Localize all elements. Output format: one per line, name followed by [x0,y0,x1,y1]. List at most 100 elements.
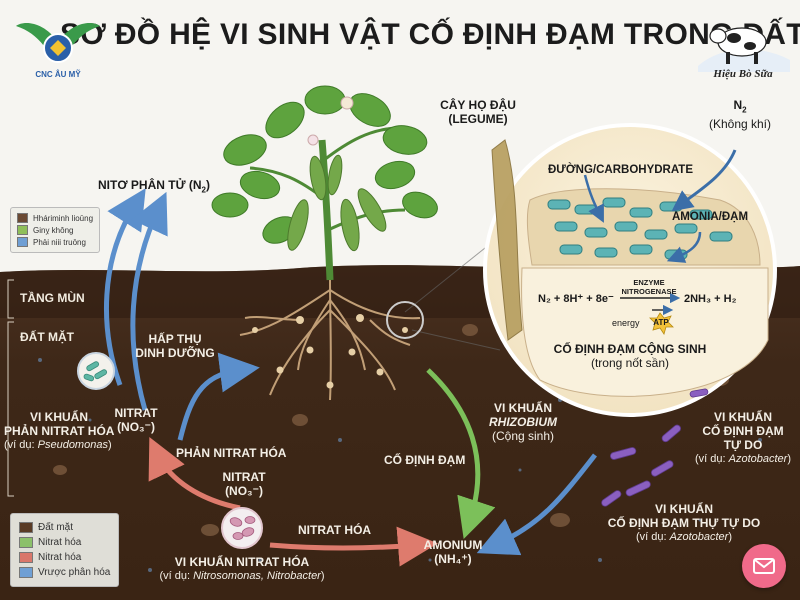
legume-plant-label: CÂY HỌ ĐẬU (LEGUME) [428,98,528,126]
legend-top-swatch-2 [17,237,28,247]
enzyme-line2: NITROGENASE [621,287,677,296]
legend-top-row: Ginỵ không [17,224,93,236]
nitrogen-fixation-label: CỐ ĐỊNH ĐẠM [384,453,466,467]
legend-top: Hháriminh lioūng Ginỵ không Phải niii tr… [10,207,101,253]
ammonium-line2: (NH₄⁺) [434,552,472,566]
free-fixing2-line1: VI KHUẨN [654,502,713,516]
molecular-nitrogen-sub: 2 [201,185,206,195]
nodule-highlight [386,301,424,339]
energy-label: energy [612,318,640,328]
n2-symbol: N [733,98,743,112]
legend-bottom: Đất mặt Nitrat hóa Nitrat hóa Vrược phân… [10,513,120,587]
nitrifying-example-prefix: (ví dụ: [159,570,194,582]
brand-logo-left-text: CNC ÂU MỸ [35,70,81,79]
symbiotic-caption-line2: (trong nốt sần) [590,356,670,370]
legume-plant [211,85,438,281]
free-fixing-example-prefix: (ví dụ: [695,453,729,465]
rhizobium-label: VI KHUẨN RHIZOBIUM (Cộng sinh) [478,401,568,443]
symbiotic-fixation-caption: CỐ ĐỊNH ĐẠM CỘNG SINH (trong nốt sần) [548,342,712,370]
legend-bottom-label-0: Đất mặt [38,522,74,533]
free-fixing-example-suffix: ) [787,453,791,465]
n2-air-label: N2 (Không khí) [700,98,780,131]
legend-top-swatch-0 [17,213,28,223]
free-living-bacteria [601,388,709,507]
free-fixing2-example: (ví dụ: Azotobacter) [596,530,772,544]
nitrate-upper-label: NITRAT (NO₃⁻) [108,406,164,434]
denitrifying-line2: PHẢN NITRAT HÓA [4,424,115,438]
ammonium-label: AMONIUM (NH₄⁺) [418,538,488,566]
soil-particles [38,358,762,572]
free-fixing-example: (ví dụ: Azotobacter) [688,452,798,466]
rhizobium-line3: (Cộng sinh) [491,429,555,443]
legend-bottom-swatch-0 [19,522,33,533]
rhizobium-line1: VI KHUẨN [493,401,552,415]
brand-logo-right: Hiệu Bò Sữa [690,16,796,84]
nitrate-lower-line1: NITRAT [222,470,266,484]
denitrifying-bacteria-label: VI KHUẨN PHẢN NITRAT HÓA (ví dụ: Pseudom… [4,410,134,452]
free-fixing-line3: TỰ DO [723,438,763,452]
enzyme-label: ENZYME NITROGENASE [614,278,684,296]
denitrification-label: PHẢN NITRAT HÓA [176,446,287,460]
legume-label-line1: CÂY HỌ ĐẬU [440,98,516,112]
free-fixing2-line2: CỐ ĐỊNH ĐẠM THỰ TỰ DO [607,516,761,530]
legend-top-label-1: Ginỵ không [33,225,74,235]
denitrifying-line1: VI KHUẨN [30,410,89,424]
equation-left: N₂ + 8H⁺ + 8e⁻ [538,293,614,305]
legend-top-label-2: Phải niii truōng [33,237,86,247]
free-fixing-bacteria-2-label: VI KHUẨN CỐ ĐỊNH ĐẠM THỰ TỰ DO (ví dụ: A… [596,502,772,544]
free-fixing-line1: VI KHUẨN [713,410,772,424]
atp-label: ATP [653,318,669,327]
n2-air-note: (Không khí) [708,117,772,132]
denitrifying-example-prefix: (ví dụ: [4,439,38,451]
denitrifying-example-suffix: ) [107,439,112,451]
sugar-label: ĐƯỜNG/CARBOHYDRATE [548,164,693,176]
free-fixing2-example-name: Azotobacter [669,531,729,543]
nitrification-label: NITRAT HÓA [298,523,372,537]
free-fixing-bacteria-label: VI KHUẨN CỐ ĐỊNH ĐẠM TỰ DO (ví dụ: Azoto… [688,410,798,466]
brand-logo-right-text: Hiệu Bò Sữa [713,68,773,80]
legend-bottom-row: Nitrat hóa [19,550,110,565]
nitrifying-bacteria-label: VI KHUẨN NITRAT HÓA (ví dụ: Nitrosomonas… [144,555,340,583]
legend-bottom-swatch-2 [19,552,33,563]
brand-logo-left: CNC ÂU MỸ [14,12,102,84]
denitrifying-example: (ví dụ: Pseudomonas) [4,438,134,452]
wings-emblem-icon [16,23,100,63]
nutrient-uptake-line2: DINH DƯỠNG [135,346,215,360]
ammonia-label: AMONIA/ĐẠM [672,211,749,223]
nitrate-upper-line1: NITRAT [114,406,158,420]
legend-bottom-swatch-3 [19,567,33,578]
mail-button[interactable] [742,544,786,588]
legend-top-row: Hháriminh lioūng [17,212,93,224]
free-fixing2-example-suffix: ) [728,531,732,543]
free-fixing-example-name: Azotobacter [728,453,788,465]
enzyme-line1: ENZYME [633,278,665,287]
rhizobium-line2: RHIZOBIUM [489,415,557,429]
nutrient-uptake-line1: HẤP THỤ [148,332,202,346]
legend-bottom-row: Nitrat hóa [19,535,110,550]
topsoil-label: ĐẤT MẶT [20,330,74,344]
legend-bottom-row: Vrược phân hóa [19,565,110,580]
free-fixing2-example-prefix: (ví dụ: [636,531,670,543]
cow-logo-icon [698,27,790,72]
mail-icon [753,558,775,574]
legend-bottom-label-2: Nitrat hóa [38,552,82,563]
nutrient-uptake-label: HẤP THỤ DINH DƯỠNG [130,332,220,360]
legend-bottom-row: Đất mặt [19,520,110,535]
legend-bottom-swatch-1 [19,537,33,548]
free-fixing-line2: CỐ ĐỊNH ĐẠM [702,424,784,438]
molecular-nitrogen-text: NITƠ PHÂN TỬ (N [98,178,202,192]
n2-subscript: 2 [742,105,747,115]
symbiotic-caption-line1: CỐ ĐỊNH ĐẠM CỘNG SINH [553,342,707,356]
equation-right: 2NH₃ + H₂ [684,293,737,305]
legend-top-label-0: Hháriminh lioūng [33,213,94,223]
legume-label-line2: (LEGUME) [448,112,508,126]
nodule-zoom-circle [483,123,777,417]
nitrifying-bacteria-name: VI KHUẨN NITRAT HÓA [174,555,310,569]
root-nodules [252,314,408,389]
nitrate-upper-line2: (NO₃⁻) [117,420,155,434]
legend-top-swatch-1 [17,225,28,235]
nitrifying-example-suffix: ) [320,570,325,582]
legend-top-row: Phải niii truōng [17,236,93,248]
